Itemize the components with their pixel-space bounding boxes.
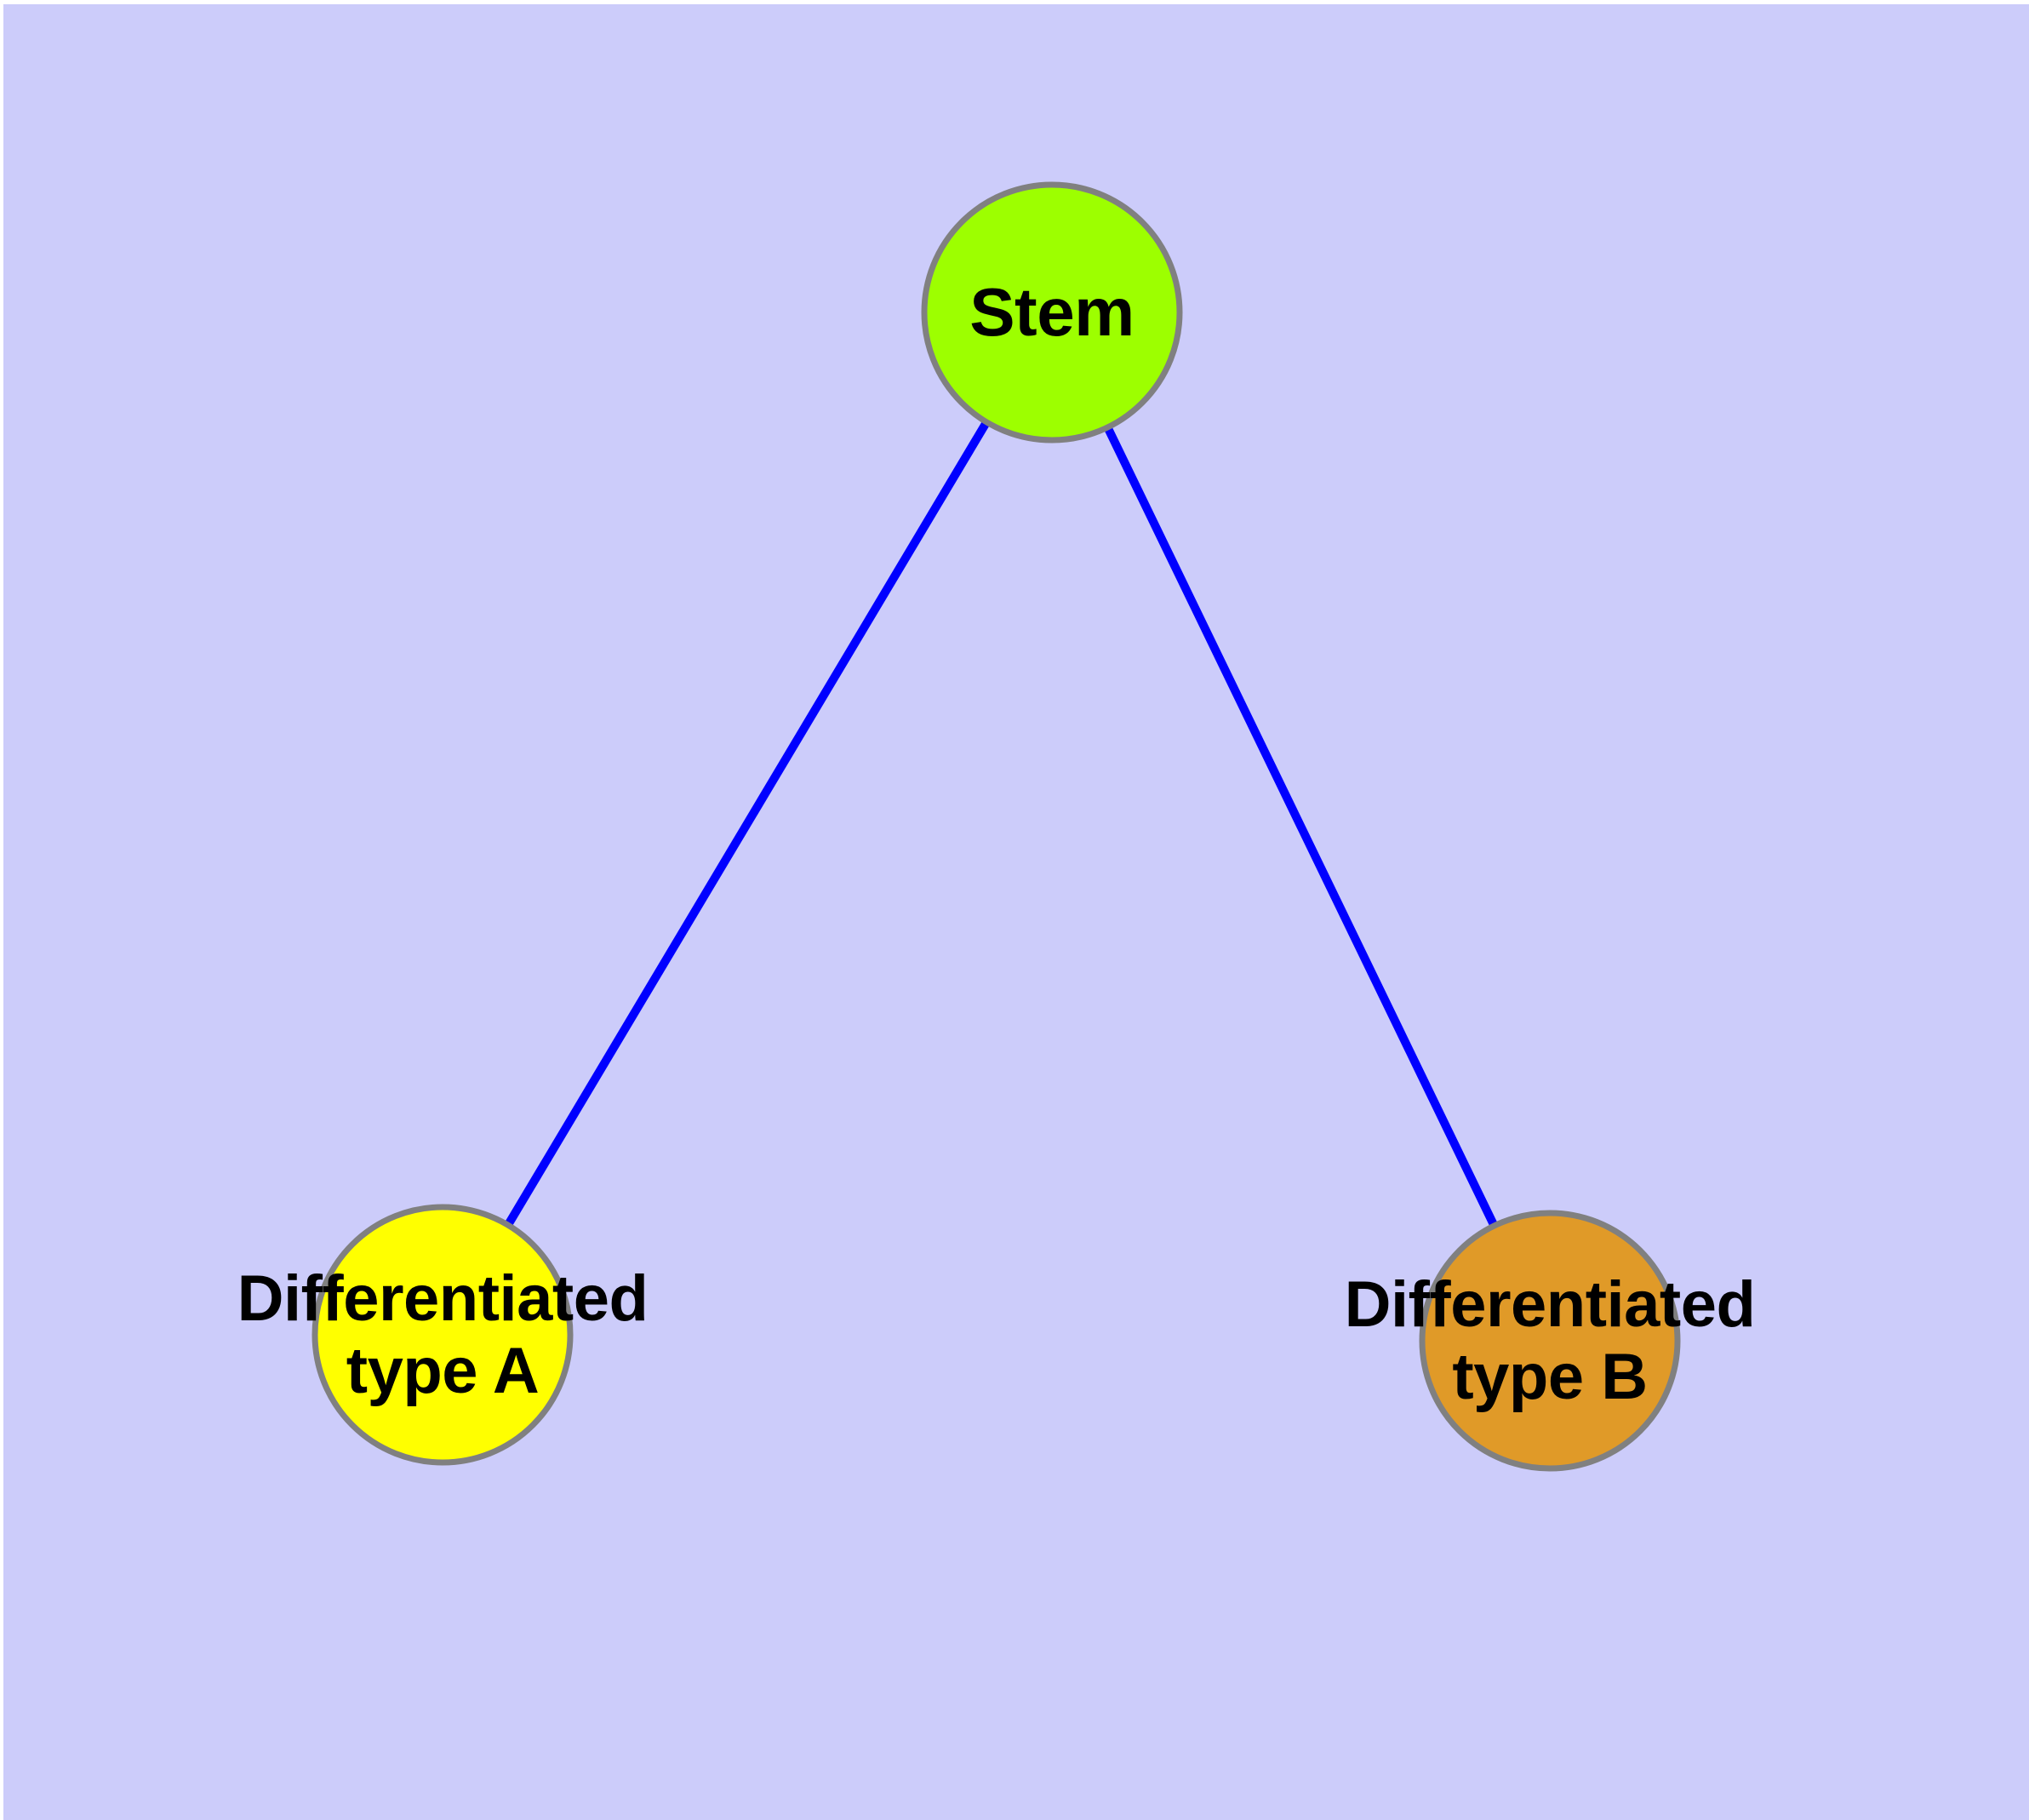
- node-stem[interactable]: [921, 181, 1183, 444]
- node-diff_a[interactable]: [311, 1204, 574, 1466]
- graph-svg: [311, 181, 1681, 1472]
- nodes-layer: [311, 181, 1681, 1472]
- edges-layer: [505, 421, 1498, 1227]
- node-diff_b[interactable]: [1419, 1210, 1681, 1472]
- edge-stem-to-diff-a: [505, 421, 990, 1227]
- edge-stem-to-diff-b: [1104, 426, 1498, 1227]
